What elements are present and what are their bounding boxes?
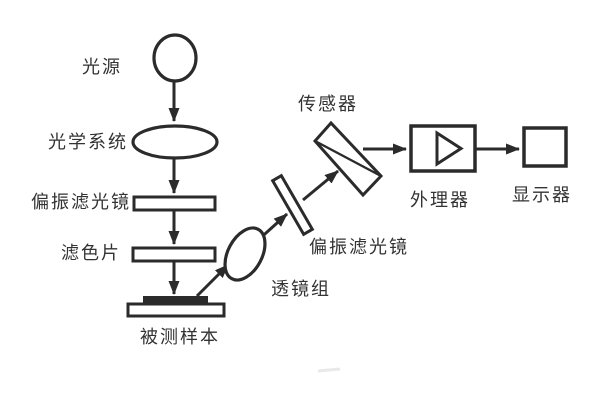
polarizing-filter-1-shape xyxy=(132,195,217,212)
sample-slide-shape xyxy=(126,302,226,318)
color-filter-shape xyxy=(131,246,217,263)
label-lens-group: 透镜组 xyxy=(271,279,331,300)
label-light-source: 光源 xyxy=(82,57,122,78)
arrow-polarizer2-to-sensor xyxy=(302,169,339,202)
sample-specimen-bar xyxy=(143,296,208,304)
label-sample: 被测样本 xyxy=(140,327,220,348)
light-source-shape xyxy=(152,33,198,83)
label-color-filter: 滤色片 xyxy=(61,243,121,264)
polarizing-filter-2-shape xyxy=(270,173,315,237)
processor-shape xyxy=(409,124,477,173)
label-optical-system: 光学系统 xyxy=(48,132,128,153)
label-display: 显示器 xyxy=(512,185,572,206)
label-sensor: 传感器 xyxy=(298,94,358,115)
display-shape xyxy=(522,126,568,168)
optical-system-shape xyxy=(131,124,219,160)
lens-group-shape xyxy=(223,226,267,282)
amplifier-triangle-icon xyxy=(435,130,464,167)
label-processor: 外理器 xyxy=(410,190,470,211)
arrow-sample-to-lens xyxy=(195,263,230,298)
faint-artifact xyxy=(317,367,341,373)
sensor-shape xyxy=(312,120,384,198)
label-polarizing-filter-2: 偏振滤光镜 xyxy=(309,237,409,258)
label-polarizing-filter-1: 偏振滤光镜 xyxy=(31,192,131,213)
